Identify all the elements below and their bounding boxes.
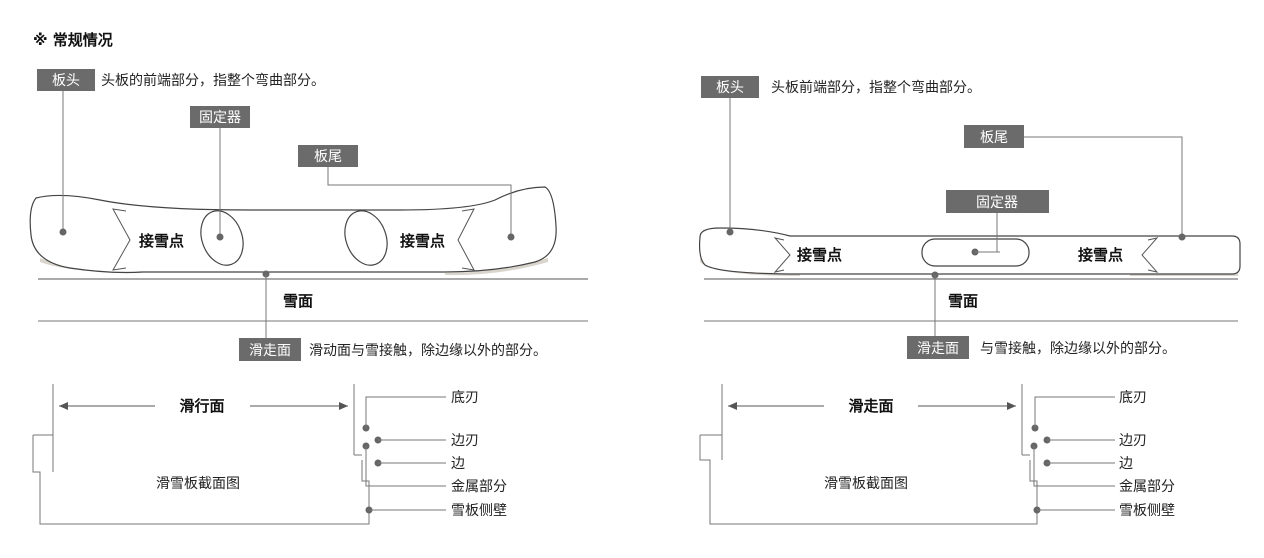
left-contact-label-front: 接雪点: [139, 232, 184, 250]
right-label-edge-blade: 边刃: [1119, 433, 1147, 449]
right-cross-section: 滑走面 滑雪板截面图 底刃 边刃 边 金属部分 雪板侧壁: [699, 384, 1175, 525]
left-binding-oval-front: [200, 210, 244, 266]
left-tag-binding-text: 固定器: [199, 110, 241, 126]
left-head-description: 头板的前端部分，指整个弯曲部分。: [101, 72, 325, 89]
right-width-label: 滑走面: [848, 397, 893, 415]
right-head-point: [726, 228, 734, 236]
left-leader-bottom-edge: [365, 396, 446, 428]
left-contact-bracket-front: [112, 208, 131, 271]
right-tail-point: [1178, 233, 1186, 241]
right-tail-leader: [1024, 136, 1183, 237]
right-section-outline: [699, 435, 1038, 525]
right-contact-bracket-front: [773, 237, 791, 273]
left-cross-section: 滑行面 滑雪板截面图 底刃 边刃 边 金属部分 雪板侧壁: [32, 384, 507, 525]
left-tag-base-text: 滑走面: [249, 342, 291, 359]
right-leader-metal: [1033, 446, 1115, 487]
right-label-edge: 边: [1119, 456, 1133, 472]
heading: ※ 常规情况: [33, 31, 113, 49]
left-tag-head: [37, 69, 95, 91]
left-board-diagram: 接雪点 接雪点 板头 头板的前端部分，指整个弯曲部分。 固定器 板尾 雪面 滑走…: [29, 69, 588, 361]
left-leader-metal: [365, 446, 446, 487]
left-tag-tail: [298, 145, 358, 167]
left-head-point: [59, 228, 67, 236]
right-width-arrowhead-left: [728, 402, 737, 410]
left-tag-head-text: 板头: [52, 73, 80, 89]
left-label-edge-blade: 边刃: [451, 433, 479, 449]
left-width-arrowhead-right: [339, 402, 348, 410]
left-base-strip-tail: [445, 258, 548, 276]
left-label-sidewall: 雪板侧壁: [451, 503, 507, 519]
left-section-body-label: 滑雪板截面图: [156, 475, 240, 492]
right-base-description: 与雪接触，除边缘以外的部分。: [980, 340, 1176, 357]
left-width-label: 滑行面: [179, 397, 224, 415]
right-board-diagram: 接雪点 接雪点 板头 头板前端部分，指整个弯曲部分。 板尾 固定器 雪面 滑走面…: [698, 76, 1241, 359]
left-section-outline: [32, 435, 370, 525]
left-tail-leader: [327, 167, 512, 237]
left-snow-label: 雪面: [283, 292, 313, 310]
right-leader-bottom-edge: [1034, 396, 1115, 428]
right-tag-head: [701, 76, 759, 98]
right-board-outline: [698, 227, 1241, 275]
right-tag-binding-text: 固定器: [976, 195, 1018, 211]
left-binding-oval-rear: [344, 210, 388, 266]
right-section-notch: [700, 434, 723, 460]
right-contact-bracket-rear: [1141, 237, 1159, 273]
left-tag-binding: [190, 106, 250, 128]
right-label-metal: 金属部分: [1119, 479, 1175, 495]
right-tag-base-text: 滑走面: [917, 340, 959, 357]
left-width-arrowhead-left: [59, 402, 68, 410]
left-label-bottom-edge: 底刃: [451, 390, 479, 406]
right-label-sidewall: 雪板侧壁: [1119, 503, 1175, 519]
left-binding-point: [216, 233, 224, 241]
right-tag-binding: [946, 190, 1049, 213]
right-binding-oval: [921, 238, 1030, 267]
right-tag-tail: [964, 125, 1024, 148]
right-label-bottom-edge: 底刃: [1119, 390, 1147, 406]
right-snow-label: 雪面: [948, 292, 978, 310]
right-tag-tail-text: 板尾: [980, 130, 1008, 146]
right-section-body-label: 滑雪板截面图: [824, 475, 908, 492]
right-contact-label-front: 接雪点: [797, 246, 842, 264]
left-contact-label-rear: 接雪点: [400, 232, 445, 250]
left-tail-point: [507, 233, 515, 241]
right-width-arrowhead-right: [1007, 402, 1016, 410]
left-board-outline: [29, 186, 557, 274]
left-section-notch: [33, 434, 54, 472]
left-contact-bracket-rear: [457, 208, 475, 271]
left-base-description: 滑动面与雪接触，除边缘以外的部分。: [309, 342, 547, 359]
right-tag-head-text: 板头: [716, 80, 744, 96]
left-tag-tail-text: 板尾: [314, 149, 342, 165]
left-label-edge: 边: [451, 456, 465, 472]
right-contact-label-rear: 接雪点: [1078, 246, 1123, 264]
left-tag-base: [239, 338, 301, 361]
right-head-description: 头板前端部分，指整个弯曲部分。: [771, 79, 981, 96]
left-label-metal: 金属部分: [451, 479, 507, 495]
right-tag-base: [907, 336, 969, 359]
